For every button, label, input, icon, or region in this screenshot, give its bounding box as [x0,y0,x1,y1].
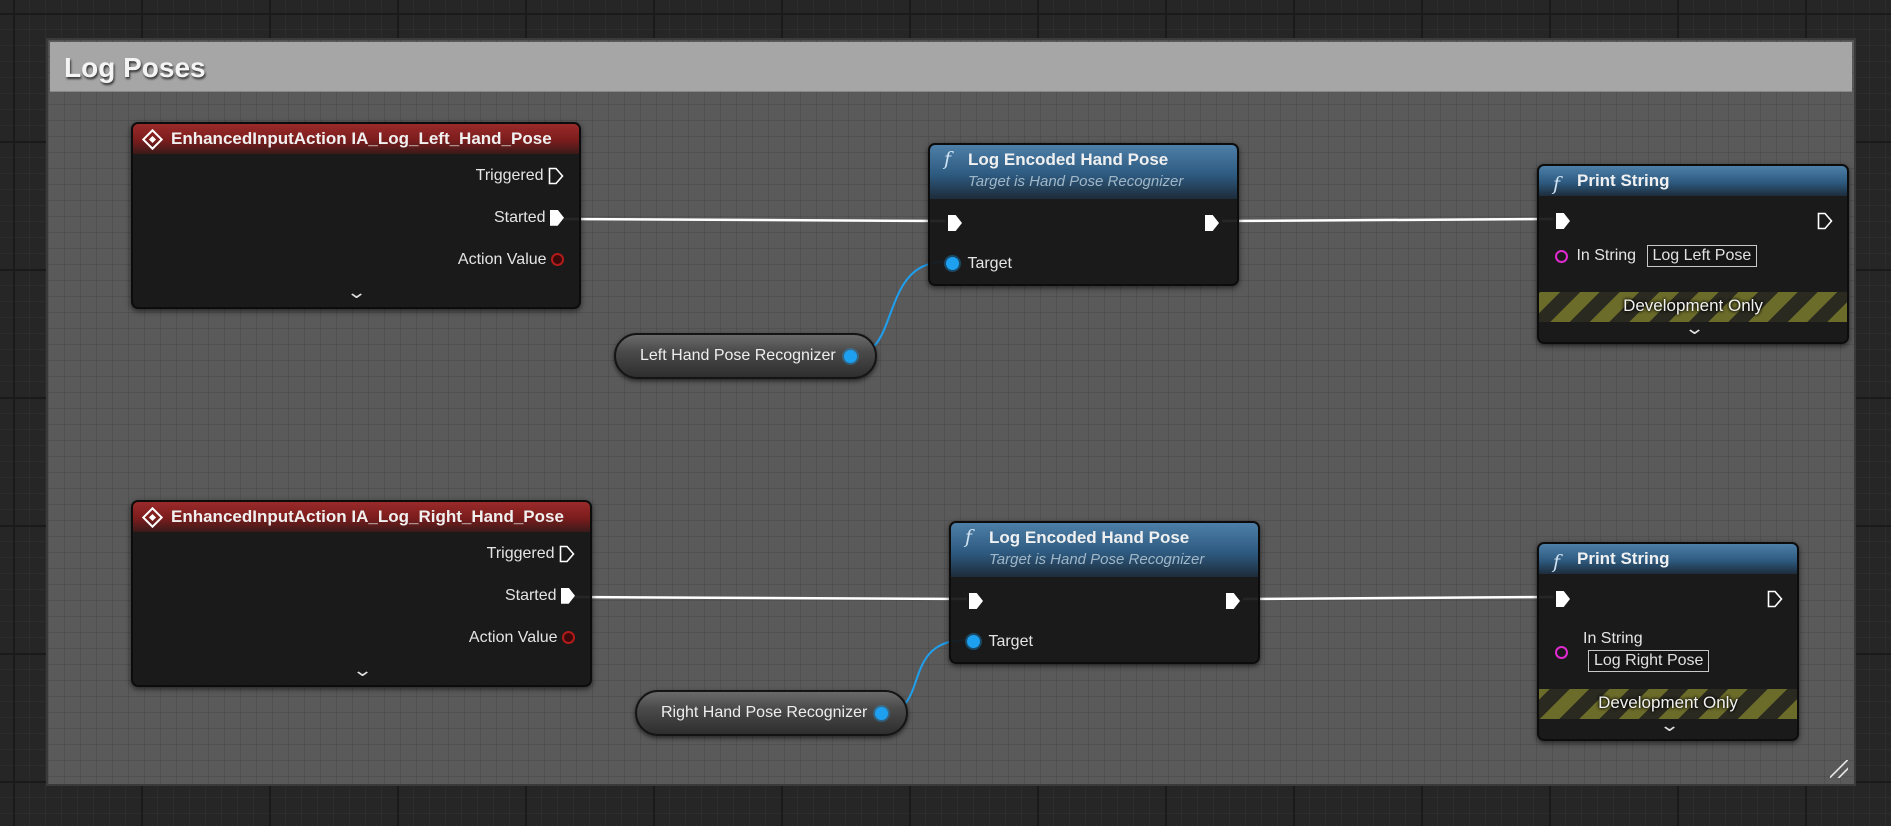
pin-action-value-label: Action Value [468,629,558,646]
pin-in-string[interactable]: In String Log Left Pose [1555,245,1758,267]
pin-action-value-label: Action Value [457,251,547,268]
exec-pin-started[interactable] [561,587,575,604]
development-only-banner [1539,292,1847,322]
print-string-node-right-title: Print String [1577,549,1670,568]
print-string-node-left-header[interactable]: f Print String [1539,166,1847,196]
log-encoded-node-left-header[interactable]: f Log Encoded Hand Pose Target is Hand P… [930,145,1237,199]
log-encoded-node-right-header[interactable]: f Log Encoded Hand Pose Target is Hand P… [951,523,1258,577]
pin-target-label: Target [988,633,1033,650]
log-encoded-node-right[interactable]: f Log Encoded Hand Pose Target is Hand P… [949,521,1260,664]
development-only-label: Development Only [1623,296,1763,315]
function-f-icon: f [1553,173,1561,195]
pin-triggered[interactable]: Triggered [487,545,575,563]
exec-in-pin[interactable] [1556,213,1570,229]
pin-target-label: Target [967,255,1012,272]
event-node-right-header[interactable]: EnhancedInputAction IA_Log_Right_Hand_Po… [133,502,590,532]
in-string-input[interactable]: Log Right Pose [1588,650,1710,672]
in-string-label: In String [1583,630,1643,647]
development-only-label: Development Only [1598,693,1738,712]
pin-started-label: Started [504,587,557,604]
in-string-input[interactable]: Log Left Pose [1646,245,1758,267]
print-string-node-left[interactable]: f Print String In String Log Left Pose D… [1537,164,1849,344]
pin-target[interactable]: Target [946,255,1012,273]
exec-out-pin[interactable] [1205,215,1219,231]
resize-grip-icon[interactable] [1830,760,1848,778]
target-pin[interactable] [967,635,980,649]
variable-output-pin[interactable] [844,350,857,363]
chevron-down-icon[interactable]: ⌄ [345,282,368,302]
chevron-down-icon[interactable]: ⌄ [1658,715,1681,735]
in-string-label-row: In String [1583,630,1643,648]
event-node-left[interactable]: EnhancedInputAction IA_Log_Left_Hand_Pos… [131,122,581,309]
event-diamond-icon [141,506,164,529]
variable-node-right[interactable]: Right Hand Pose Recognizer [635,690,908,736]
log-encoded-node-right-subtitle: Target is Hand Pose Recognizer [989,551,1205,568]
event-node-right-title: EnhancedInputAction IA_Log_Right_Hand_Po… [171,507,564,526]
action-value-pin[interactable] [562,631,575,645]
variable-node-left[interactable]: Left Hand Pose Recognizer [614,333,877,379]
exec-pin-triggered[interactable] [559,545,575,563]
comment-header[interactable]: Log Poses [50,42,1852,92]
function-f-icon: f [965,526,973,548]
in-string-pin[interactable] [1555,249,1568,263]
pin-triggered-label: Triggered [486,545,555,563]
variable-node-right-label: Right Hand Pose Recognizer [661,704,868,721]
pin-action-value[interactable]: Action Value [469,629,575,647]
exec-in-pin[interactable] [969,593,983,609]
exec-in-pin[interactable] [1556,591,1570,607]
log-encoded-node-left[interactable]: f Log Encoded Hand Pose Target is Hand P… [928,143,1239,286]
exec-out-pin[interactable] [1767,590,1783,608]
action-value-pin[interactable] [551,253,564,267]
in-string-label: In String [1576,247,1637,265]
variable-output-pin[interactable] [875,707,888,720]
variable-node-left-label: Left Hand Pose Recognizer [640,347,836,364]
print-string-node-right-header[interactable]: f Print String [1539,544,1797,574]
pin-triggered[interactable]: Triggered [476,167,564,185]
pin-triggered-label: Triggered [475,167,544,185]
pin-action-value[interactable]: Action Value [458,251,564,269]
event-diamond-icon [141,128,164,151]
exec-pin-triggered[interactable] [548,167,564,185]
development-only-banner [1539,689,1797,719]
function-f-icon: f [1553,551,1561,573]
exec-out-pin[interactable] [1226,593,1240,609]
function-f-icon: f [944,148,952,170]
target-pin[interactable] [946,257,959,271]
comment-title: Log Poses [64,52,206,83]
print-string-node-right[interactable]: f Print String In String Log Right Pose … [1537,542,1799,741]
event-node-right[interactable]: EnhancedInputAction IA_Log_Right_Hand_Po… [131,500,592,687]
pin-started-label: Started [493,209,546,226]
pin-in-string[interactable]: Log Right Pose [1588,650,1710,672]
event-node-left-title: EnhancedInputAction IA_Log_Left_Hand_Pos… [171,129,552,148]
pin-started[interactable]: Started [505,587,575,605]
log-encoded-node-left-subtitle: Target is Hand Pose Recognizer [968,173,1184,190]
chevron-down-icon[interactable]: ⌄ [1683,318,1706,338]
pin-started[interactable]: Started [494,209,564,227]
in-string-pin[interactable] [1555,646,1568,659]
print-string-node-left-title: Print String [1577,171,1670,190]
chevron-down-icon[interactable]: ⌄ [351,660,374,680]
log-encoded-node-left-title: Log Encoded Hand Pose [968,150,1169,169]
exec-pin-started[interactable] [550,209,564,226]
exec-out-pin[interactable] [1817,212,1833,230]
exec-in-pin[interactable] [948,215,962,231]
log-encoded-node-right-title: Log Encoded Hand Pose [989,528,1190,547]
pin-target[interactable]: Target [967,633,1033,651]
event-node-left-header[interactable]: EnhancedInputAction IA_Log_Left_Hand_Pos… [133,124,579,154]
